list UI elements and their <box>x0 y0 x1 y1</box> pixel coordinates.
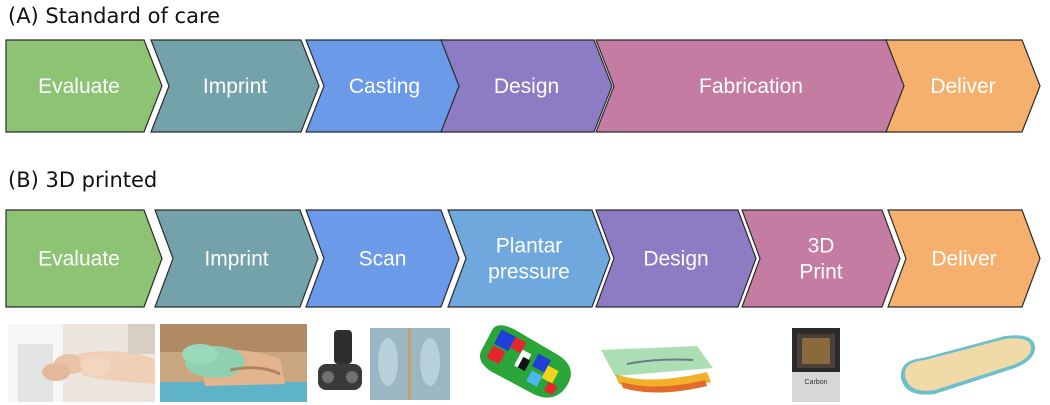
step-fabrication-label: Fabrication <box>699 75 803 98</box>
step-scan-label: Scan <box>359 248 407 271</box>
step-deliver-chevron <box>885 39 1041 133</box>
insole-photo <box>895 324 1040 402</box>
step-imprint-label: Imprint <box>204 248 268 271</box>
step-evaluate-chevron <box>5 39 163 133</box>
printer-photo: Carbon <box>790 324 842 402</box>
step-plantar-pressure-chevron <box>447 209 611 308</box>
step-deliver-chevron <box>887 209 1041 308</box>
step-deliver-label: Deliver <box>931 248 996 271</box>
step-3d-print-chevron <box>741 209 901 308</box>
imprint-photo <box>160 324 307 402</box>
step-evaluate-chevron <box>5 209 163 308</box>
step-imprint-chevron <box>150 39 320 133</box>
step-scan-chevron <box>305 209 460 308</box>
printer-brand-text: Carbon <box>805 379 828 386</box>
section-b-title: (B) 3D printed <box>8 168 158 192</box>
step-imprint-chevron <box>154 209 319 308</box>
step-design-label: Design <box>643 248 708 271</box>
section-a-title: (A) Standard of care <box>8 4 221 28</box>
step-deliver-label: Deliver <box>930 75 995 98</box>
plantar-pressure-map <box>470 324 578 402</box>
step-casting-label: Casting <box>349 75 420 98</box>
step-design-label: Design <box>494 75 559 98</box>
step-design-chevron <box>595 209 757 308</box>
scan-photo <box>312 324 452 402</box>
step-design-chevron <box>440 39 613 133</box>
step-imprint-label: Imprint <box>203 75 267 98</box>
evaluation-photo <box>8 324 155 402</box>
step-evaluate-label: Evaluate <box>38 75 120 98</box>
design-model <box>597 324 717 402</box>
step-evaluate-label: Evaluate <box>38 248 120 271</box>
